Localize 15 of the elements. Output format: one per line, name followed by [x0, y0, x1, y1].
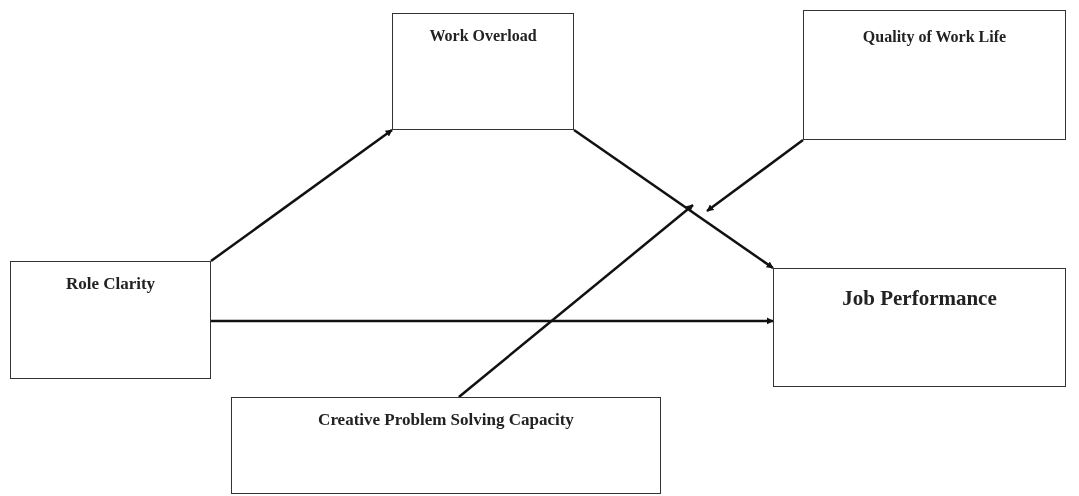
variable-name: Role Clarity [65, 274, 156, 295]
variable-box [231, 397, 661, 494]
variable-name: Quality of Work Life [862, 27, 1007, 47]
arrow [706, 139, 804, 212]
arrow [458, 204, 694, 398]
arrow [210, 129, 393, 262]
arrow [573, 128, 774, 270]
variable-box [392, 13, 574, 130]
arrow [211, 317, 774, 325]
variable-name: Job Performance [842, 286, 997, 312]
variable-name: Work Overload [429, 26, 537, 46]
variable-box [10, 261, 211, 379]
variable-box [803, 10, 1066, 140]
variable-name: Creative Problem Solving Capacity [318, 410, 574, 431]
variable-box [773, 268, 1066, 387]
